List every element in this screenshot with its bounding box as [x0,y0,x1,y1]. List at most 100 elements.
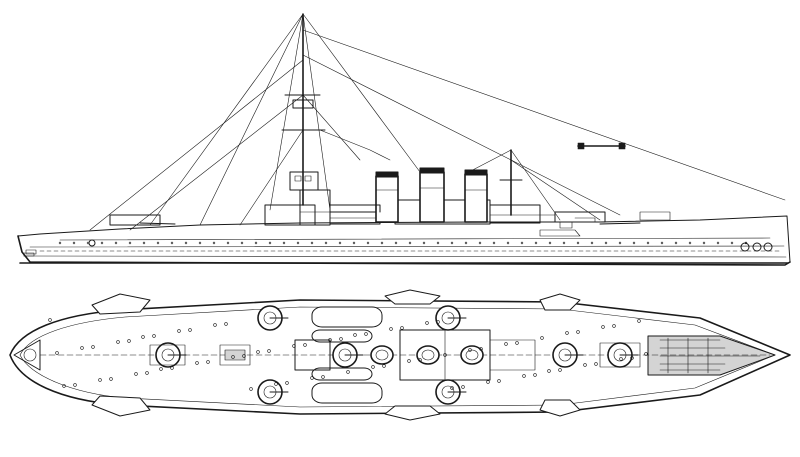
porthole [478,241,482,245]
deck-details [139,204,671,237]
porthole [240,241,244,245]
porthole [688,241,692,245]
fitting [601,325,605,329]
fitting [637,319,641,323]
fitting [303,343,307,347]
funnel-1 [375,175,399,223]
fitting [73,383,77,387]
porthole [590,241,594,245]
porthole [352,241,356,245]
fitting [285,381,289,385]
fitting [533,373,537,377]
fitting [389,327,393,331]
rigging [89,13,786,231]
porthole [464,241,468,245]
fitting [576,330,580,334]
fitting [425,321,429,325]
fitting [170,366,174,370]
fitting [213,323,217,327]
fitting [612,324,616,328]
fitting [558,368,562,372]
porthole [58,241,62,245]
fitting [55,351,59,355]
porthole [632,241,636,245]
porthole [422,241,426,245]
fitting [497,379,501,383]
fitting [515,341,519,345]
turret [257,305,289,331]
fitting [109,377,113,381]
fitting [152,334,156,338]
fitting [418,358,422,362]
fitting [310,376,314,380]
fitting [321,375,325,379]
fitting [91,345,95,349]
fitting [188,328,192,332]
porthole [128,241,132,245]
fitting [630,356,634,360]
porthole [548,241,552,245]
porthole [366,241,370,245]
boat-1 [311,306,383,328]
porthole [338,241,342,245]
porthole [114,241,118,245]
porthole [310,241,314,245]
funnel-3 [464,173,488,223]
fitting [292,344,296,348]
turret [332,342,364,368]
deck-plan-view [9,289,791,421]
fitting [141,335,145,339]
fitting [62,384,66,388]
porthole [72,241,76,245]
porthole [744,241,748,245]
fitting [177,329,181,333]
porthole [716,241,720,245]
plan-funnels [370,345,484,365]
turret [552,342,584,368]
porthole [212,241,216,245]
plan-superstructure [149,329,641,381]
fitting [353,333,357,337]
porthole [408,241,412,245]
fitting [400,326,404,330]
porthole [198,241,202,245]
superstructure [109,171,606,226]
fitting [231,355,235,359]
fitting [583,363,587,367]
fitting [443,353,447,357]
fitting [504,342,508,346]
side-elevation-view [17,13,791,266]
porthole [296,241,300,245]
porthole [170,241,174,245]
fitting [195,361,199,365]
boat-2 [311,382,383,404]
porthole [100,241,104,245]
portholes [58,241,748,245]
boat-3 [311,329,373,343]
deck-fittings [48,318,648,391]
fitting [48,318,52,322]
porthole [142,241,146,245]
turrets [155,305,639,405]
porthole [436,241,440,245]
fitting [134,372,138,376]
fitting [479,347,483,351]
fitting [242,354,246,358]
porthole [618,241,622,245]
fitting [206,360,210,364]
porthole [282,241,286,245]
fitting [540,336,544,340]
porthole [156,241,160,245]
porthole [534,241,538,245]
fitting [371,365,375,369]
fitting [116,340,120,344]
fitting [382,364,386,368]
fitting [565,331,569,335]
fitting [522,374,526,378]
turret [435,379,467,405]
fitting [98,378,102,382]
fitting [145,371,149,375]
fitting [346,370,350,374]
boat-4 [311,367,373,381]
fitting [80,346,84,350]
